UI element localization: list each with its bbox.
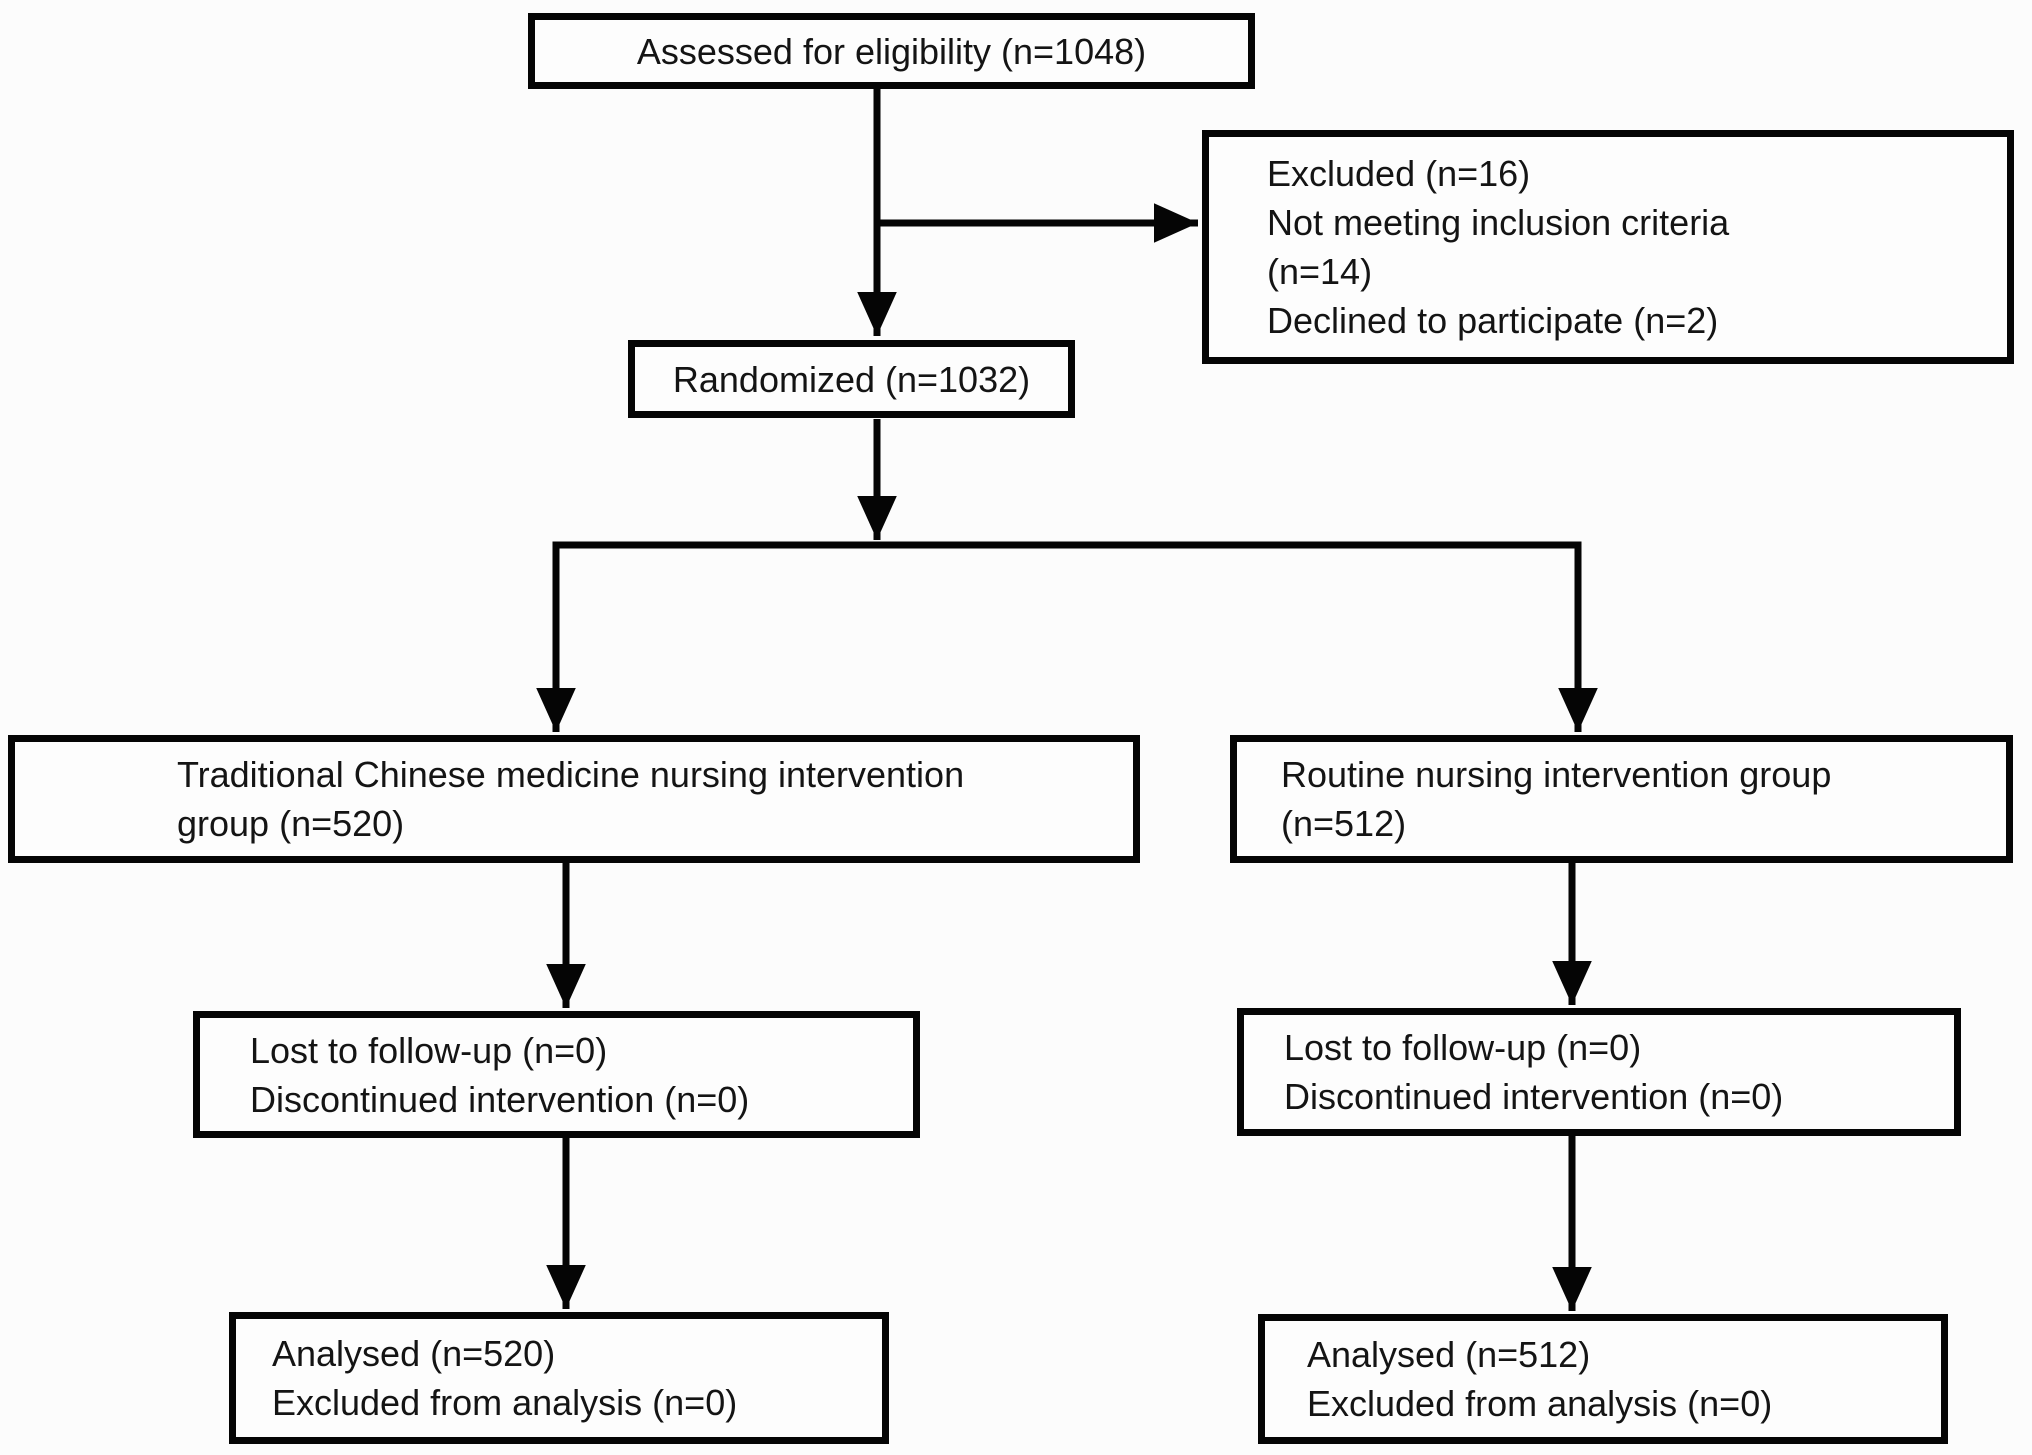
- node-randomized: Randomized (n=1032): [628, 340, 1075, 418]
- node-text-line: Lost to follow-up (n=0): [1284, 1027, 1642, 1068]
- node-text-line: Routine nursing intervention group: [1281, 754, 1832, 795]
- node-text-line: Analysed (n=520): [272, 1333, 556, 1374]
- node-text-line: (n=14): [1267, 251, 1373, 292]
- node-text-line: Discontinued intervention (n=0): [1284, 1076, 1784, 1117]
- node-text-line: Traditional Chinese medicine nursing int…: [177, 754, 965, 795]
- node-text-line: Randomized (n=1032): [672, 358, 1031, 400]
- node-tcm-lost-to-followup: Lost to follow-up (n=0) Discontinued int…: [193, 1011, 920, 1138]
- node-text-line: Not meeting inclusion criteria: [1267, 202, 1730, 243]
- node-text-line: Analysed (n=512): [1307, 1334, 1591, 1375]
- node-routine-lost-to-followup: Lost to follow-up (n=0) Discontinued int…: [1237, 1008, 1961, 1136]
- node-text-line: (n=512): [1281, 803, 1407, 844]
- node-excluded: Excluded (n=16) Not meeting inclusion cr…: [1202, 130, 2014, 364]
- node-tcm-analysed: Analysed (n=520) Excluded from analysis …: [229, 1312, 889, 1444]
- node-routine-analysed: Analysed (n=512) Excluded from analysis …: [1258, 1314, 1948, 1444]
- node-text-line: Lost to follow-up (n=0): [250, 1029, 608, 1071]
- node-text-line: Assessed for eligibility (n=1048): [636, 30, 1147, 72]
- node-text-line: Excluded from analysis (n=0): [1307, 1383, 1773, 1424]
- node-routine-intervention-group: Routine nursing intervention group (n=51…: [1230, 735, 2013, 863]
- node-text-line: group (n=520): [177, 803, 405, 844]
- node-text-line: Excluded from analysis (n=0): [272, 1382, 738, 1423]
- node-text-line: Declined to participate (n=2): [1267, 300, 1719, 341]
- node-text-line: Discontinued intervention (n=0): [250, 1078, 750, 1120]
- node-text-line: Excluded (n=16): [1267, 153, 1531, 194]
- node-assessed-for-eligibility: Assessed for eligibility (n=1048): [528, 13, 1255, 89]
- node-tcm-intervention-group: Traditional Chinese medicine nursing int…: [8, 735, 1140, 863]
